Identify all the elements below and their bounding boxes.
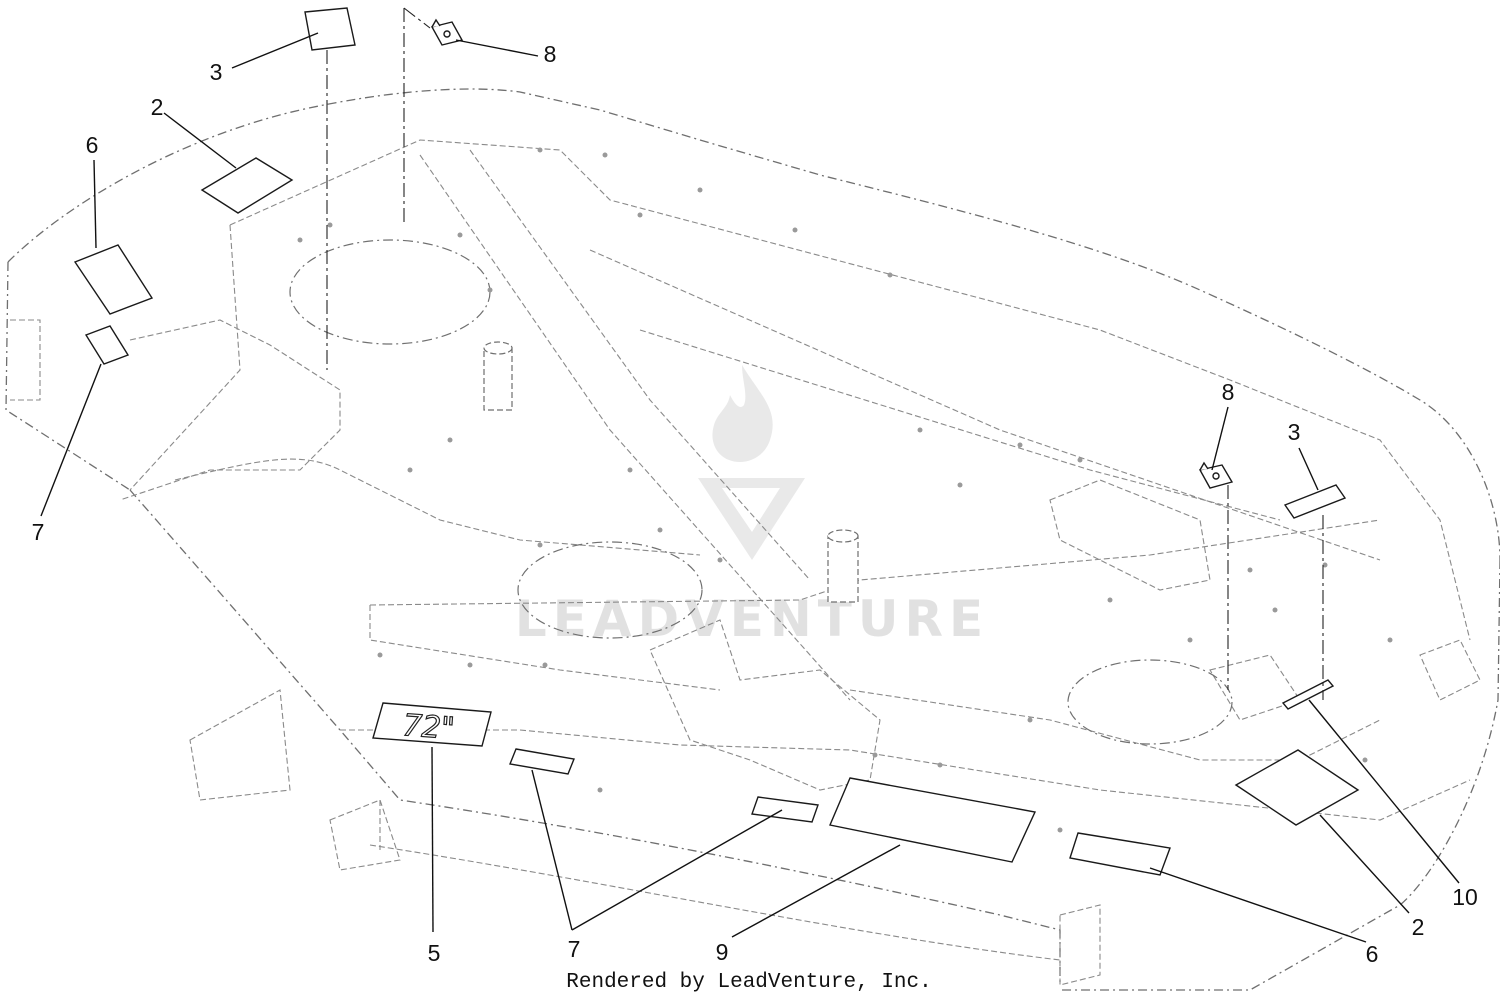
callout-3-right: 3 xyxy=(1288,419,1301,445)
callout-6-front: 6 xyxy=(1366,941,1379,967)
watermark: LEADVENTURE xyxy=(515,365,989,648)
watermark-text: LEADVENTURE xyxy=(515,590,989,648)
leader-lines xyxy=(40,32,1460,943)
decal-10 xyxy=(1281,679,1335,710)
v-logo-icon xyxy=(698,478,805,560)
callout-8-right: 8 xyxy=(1222,379,1235,405)
decal-7-front-right xyxy=(751,796,819,823)
clip-8-right xyxy=(1198,461,1234,489)
decal-7-front-left xyxy=(509,748,575,775)
callout-labels: 3 2 6 7 8 8 3 10 2 6 9 7 5 xyxy=(32,41,1478,967)
clip-8-top xyxy=(430,18,464,46)
decal-7-left xyxy=(84,325,130,365)
decal-3-top xyxy=(304,7,356,51)
decal-6-left xyxy=(73,244,154,315)
callout-3-top: 3 xyxy=(210,59,223,85)
decal-9 xyxy=(829,777,1037,863)
callout-9: 9 xyxy=(716,939,729,965)
callout-7-left: 7 xyxy=(32,519,45,545)
callout-7-front: 7 xyxy=(568,936,581,962)
spindle-cylinder-center xyxy=(827,529,859,603)
decal-2-top xyxy=(200,157,294,214)
mower-deck-outline xyxy=(5,88,1500,991)
callout-8-top: 8 xyxy=(544,41,557,67)
bolt-holes xyxy=(297,147,1393,833)
decal-2-right xyxy=(1234,749,1360,826)
decal-5-badge: 72" xyxy=(372,702,492,747)
spindle-cylinder-left xyxy=(483,341,513,411)
callout-6-left: 6 xyxy=(86,132,99,158)
callout-5: 5 xyxy=(428,940,441,966)
badge-text: 72" xyxy=(402,708,456,747)
decals: 72" xyxy=(73,7,1360,876)
callout-2-top: 2 xyxy=(151,94,164,120)
decal-6-front xyxy=(1069,832,1171,876)
render-credit: Rendered by LeadVenture, Inc. xyxy=(566,971,931,994)
callout-10: 10 xyxy=(1452,884,1478,910)
flame-icon xyxy=(712,365,773,462)
placement-lines xyxy=(326,7,1324,700)
callout-2-right: 2 xyxy=(1412,914,1425,940)
decal-3-right xyxy=(1283,484,1347,519)
